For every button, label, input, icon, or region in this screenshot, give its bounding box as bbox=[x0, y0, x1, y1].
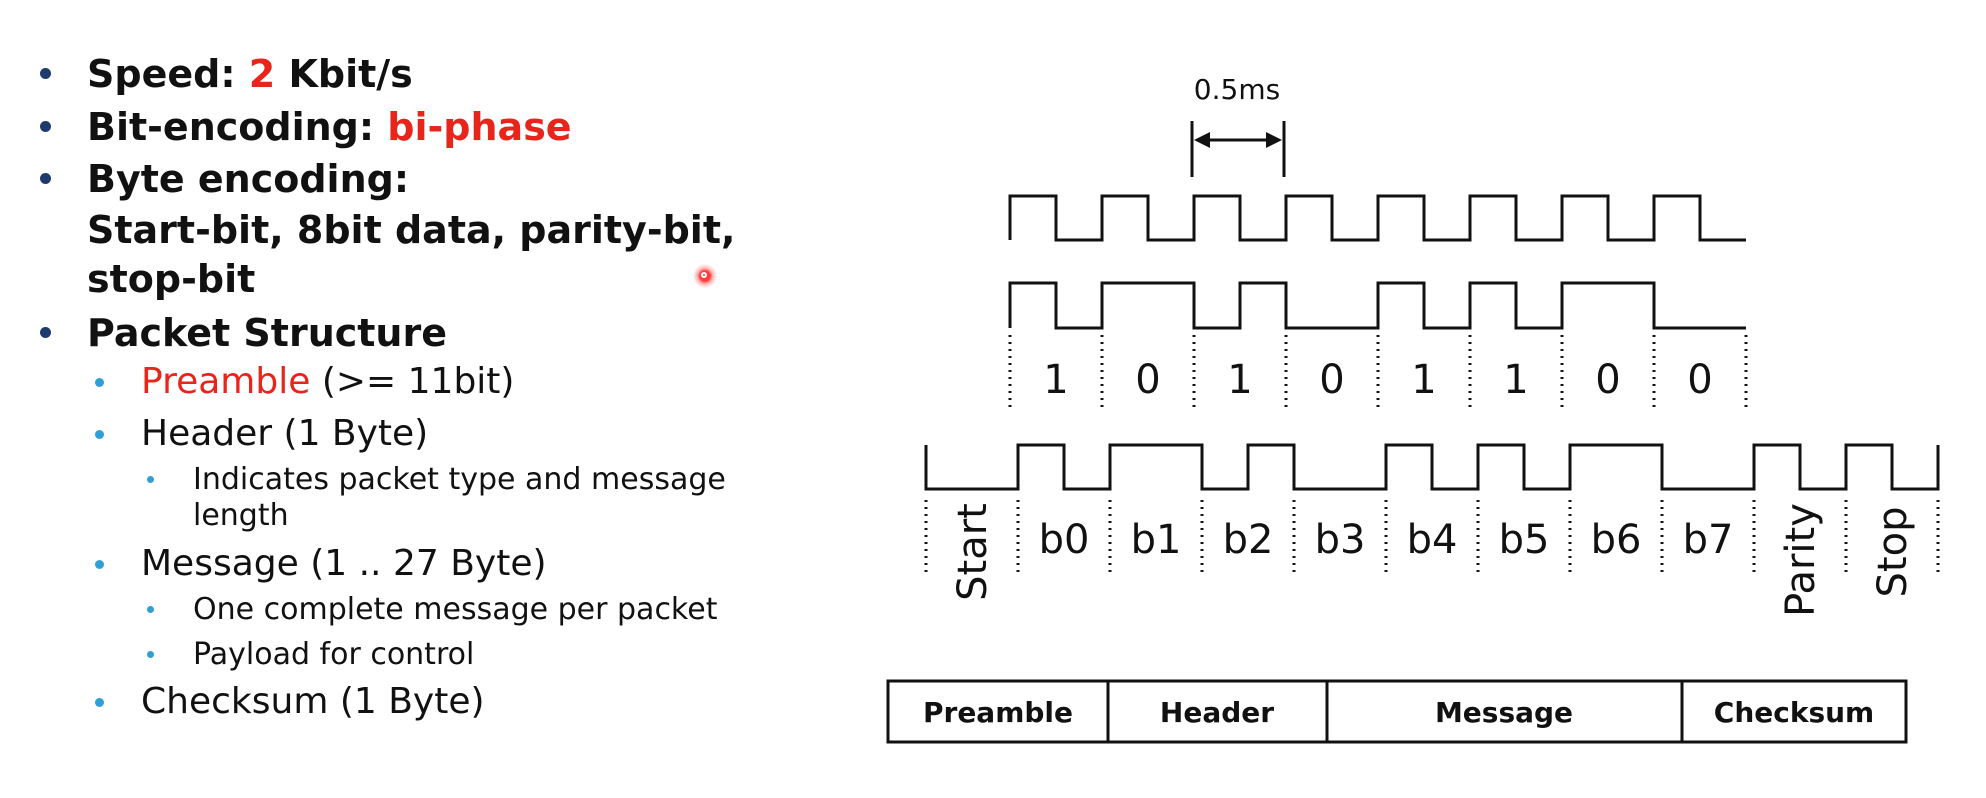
bit-value-label: 0 bbox=[1135, 357, 1160, 403]
laser-pointer-icon bbox=[693, 264, 717, 288]
packet-structure-label: Packet Structure bbox=[87, 311, 447, 355]
bullet-icon bbox=[40, 68, 51, 79]
byte-encoding-label: Byte encoding: bbox=[87, 157, 410, 201]
bit-encoding-line: Bit-encoding: bi-phase bbox=[87, 101, 572, 153]
byte-field-b5: b5 bbox=[1499, 517, 1550, 563]
biphase-data-waveform bbox=[1008, 281, 1746, 330]
bit-value-label: 0 bbox=[1595, 357, 1620, 403]
byte-field-b3: b3 bbox=[1315, 517, 1366, 563]
packet-segment-preamble: Preamble bbox=[923, 696, 1073, 729]
speed-line: Speed: 2 Kbit/s bbox=[87, 48, 413, 100]
byte-field-b1: b1 bbox=[1131, 517, 1182, 563]
byte-waveform bbox=[924, 443, 1940, 491]
preamble-detail: (>= 11bit) bbox=[321, 361, 515, 402]
byte-field-b2: b2 bbox=[1223, 517, 1274, 563]
bit-encoding-value: bi-phase bbox=[387, 105, 572, 149]
period-label: 0.5ms bbox=[1194, 73, 1280, 106]
speed-unit: Kbit/s bbox=[288, 52, 413, 96]
byte-encoding-line3: stop-bit bbox=[87, 257, 256, 301]
bit-labels: 1 0 1 0 1 1 0 0 bbox=[1043, 357, 1712, 403]
clock-waveform bbox=[1008, 194, 1746, 242]
bit-value-label: 0 bbox=[1319, 357, 1344, 403]
message-sub1: One complete message per packet bbox=[193, 592, 718, 627]
bit-dividers bbox=[1008, 335, 1748, 408]
bullet-icon bbox=[40, 327, 51, 338]
bullet-icon bbox=[147, 606, 154, 613]
message-line: Message (1 .. 27 Byte) bbox=[141, 543, 547, 584]
header-sub-line2: length bbox=[193, 498, 289, 533]
bullet-list: Speed: 2 Kbit/s Bit-encoding: bi-phase B… bbox=[0, 0, 900, 798]
bullet-icon bbox=[95, 698, 104, 707]
preamble-name: Preamble bbox=[141, 361, 311, 402]
bullet-icon bbox=[147, 651, 154, 658]
byte-field-b4: b4 bbox=[1407, 517, 1458, 563]
byte-field-b6: b6 bbox=[1591, 517, 1642, 563]
packet-segment-message: Message bbox=[1435, 696, 1573, 729]
period-arrow-left-icon bbox=[1194, 132, 1210, 148]
bullet-icon bbox=[40, 121, 51, 132]
bit-value-label: 1 bbox=[1227, 357, 1252, 403]
bit-value-label: 1 bbox=[1503, 357, 1528, 403]
speed-value: 2 bbox=[248, 52, 276, 96]
byte-field-labels: Start b0 b1 b2 b3 b4 b5 b6 b7 Parity Sto… bbox=[950, 503, 1916, 617]
speed-label: Speed: bbox=[87, 52, 236, 96]
bit-value-label: 1 bbox=[1411, 357, 1436, 403]
byte-field-stop: Stop bbox=[1870, 507, 1916, 598]
header-line: Header (1 Byte) bbox=[141, 413, 429, 454]
bullet-icon bbox=[95, 560, 104, 569]
checksum-line: Checksum (1 Byte) bbox=[141, 681, 485, 722]
packet-bar-outline bbox=[886, 679, 1908, 744]
bit-value-label: 0 bbox=[1687, 357, 1712, 403]
byte-field-parity: Parity bbox=[1778, 503, 1824, 617]
period-arrow-right-icon bbox=[1266, 132, 1282, 148]
byte-field-start: Start bbox=[950, 503, 996, 601]
header-sub-line1: Indicates packet type and message bbox=[193, 462, 726, 497]
packet-segment-checksum: Checksum bbox=[1714, 696, 1874, 729]
preamble-line: Preamble (>= 11bit) bbox=[141, 357, 514, 407]
byte-field-b7: b7 bbox=[1683, 517, 1734, 563]
bullet-icon bbox=[95, 378, 104, 387]
packet-segment-header: Header bbox=[1160, 696, 1274, 729]
bullet-icon bbox=[95, 430, 104, 439]
message-sub2: Payload for control bbox=[193, 637, 475, 672]
bullet-icon bbox=[40, 173, 51, 184]
byte-encoding-line2: Start-bit, 8bit data, parity-bit, bbox=[87, 208, 736, 252]
packet-structure-bar: Preamble Header Message Checksum bbox=[886, 679, 1908, 744]
bullet-icon bbox=[147, 476, 154, 483]
bit-encoding-label: Bit-encoding: bbox=[87, 105, 375, 149]
byte-field-b0: b0 bbox=[1039, 517, 1090, 563]
bit-value-label: 1 bbox=[1043, 357, 1068, 403]
